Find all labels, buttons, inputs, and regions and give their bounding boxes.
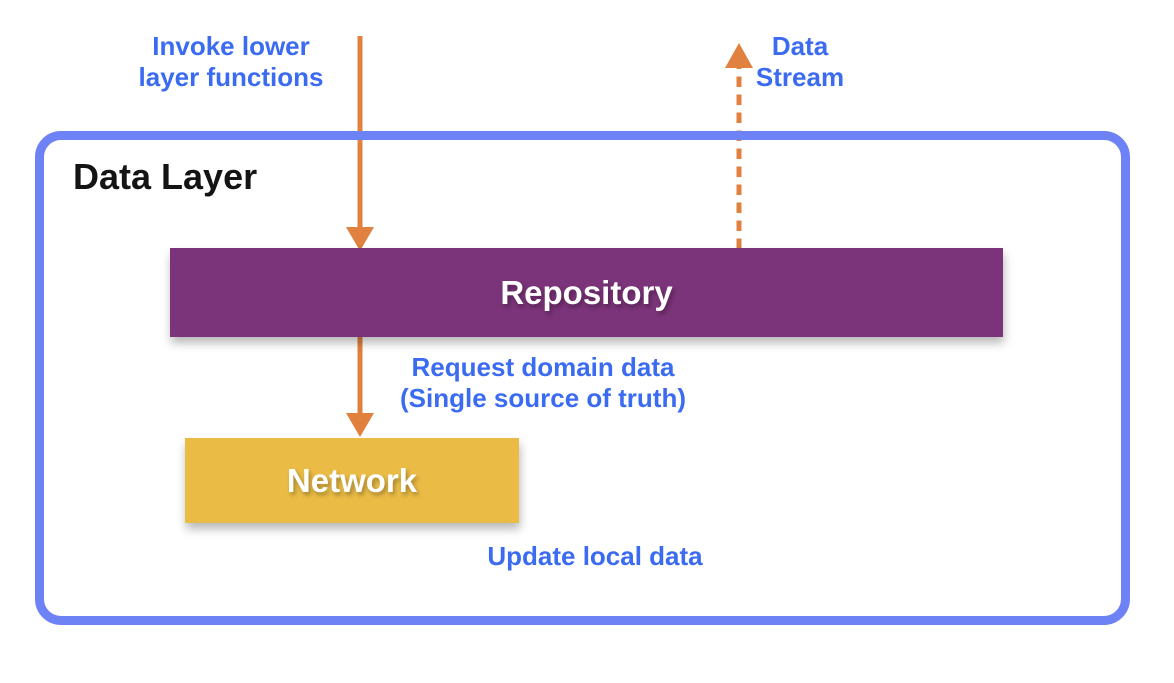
update-local-data-label: Update local data bbox=[487, 541, 703, 571]
invoke-lower-layer-label: Invoke lower layer functions bbox=[138, 31, 324, 92]
network-node: Network bbox=[185, 438, 519, 523]
data-stream-arrowhead-icon bbox=[725, 43, 753, 68]
repository-node: Repository bbox=[170, 248, 1003, 337]
request-domain-data-label: Request domain data (Single source of tr… bbox=[400, 352, 686, 413]
invoke-arrowhead-icon bbox=[346, 227, 374, 251]
request-arrowhead-icon bbox=[346, 413, 374, 437]
data-layer-title: Data Layer bbox=[73, 156, 258, 197]
data-layer-frame bbox=[35, 131, 1130, 625]
data-stream-label: Data Stream bbox=[755, 31, 845, 92]
